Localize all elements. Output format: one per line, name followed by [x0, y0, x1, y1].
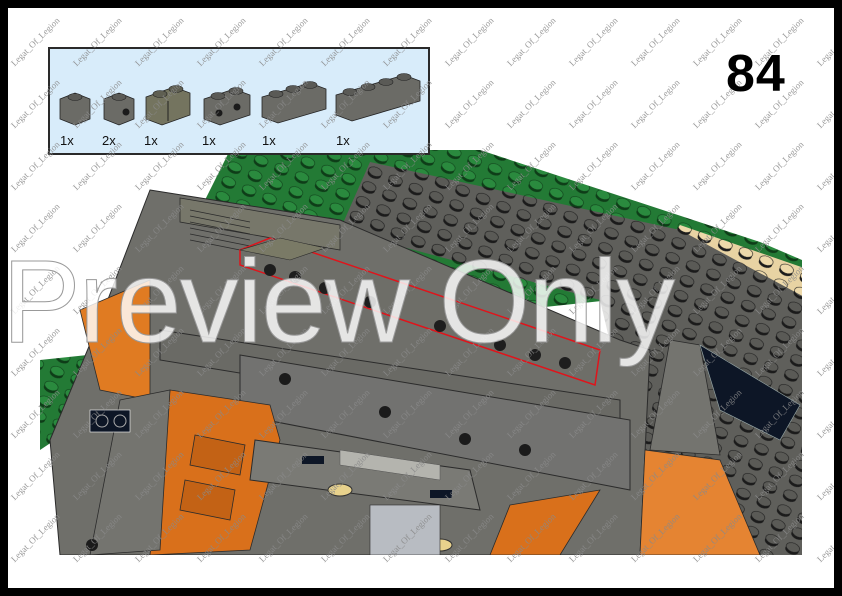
- watermark-text: Legat_Of_Legion: [814, 15, 834, 69]
- watermark-text: Legat_Of_Legion: [628, 77, 682, 130]
- watermark-text: Legat_Of_Legion: [504, 15, 558, 69]
- part-quantity: 1x: [144, 133, 158, 148]
- watermark-text: Legat_Of_Legion: [814, 449, 834, 502]
- watermark-text: Legat_Of_Legion: [814, 325, 834, 378]
- watermark-text: Legat_Of_Legion: [814, 139, 834, 192]
- watermark-text: Legat_Of_Legion: [814, 77, 834, 130]
- part-quantity: 1x: [60, 133, 74, 148]
- watermark-text: Legat_Of_Legion: [814, 201, 834, 254]
- model-illustration: [40, 150, 802, 555]
- brick-1x3-icon: [261, 81, 327, 124]
- part-quantity: 2x: [102, 133, 116, 148]
- watermark-text: Legat_Of_Legion: [566, 77, 620, 130]
- parts-list-callout: 1x 2x 1x 1x 1x: [48, 47, 430, 155]
- brick-1x2-side-studs-icon: [203, 87, 251, 126]
- watermark-text: Legat_Of_Legion: [814, 387, 834, 440]
- watermark-text: Legat_Of_Legion: [628, 15, 682, 69]
- step-number: 84: [726, 45, 786, 103]
- instruction-page: 1x 2x 1x 1x 1x: [8, 8, 834, 588]
- brick-1x4-icon: [335, 73, 421, 122]
- part-quantity: 1x: [336, 133, 350, 148]
- brick-1x2-groove-icon: [145, 85, 191, 126]
- brick-1x1-icon: [59, 92, 91, 126]
- watermark-text: Legat_Of_Legion: [566, 15, 620, 69]
- watermark-text: Legat_Of_Legion: [814, 263, 834, 316]
- part-quantity: 1x: [202, 133, 216, 148]
- part-quantity: 1x: [262, 133, 276, 148]
- watermark-text: Legat_Of_Legion: [504, 77, 558, 130]
- brick-1x1-side-stud-icon: [103, 92, 135, 126]
- watermark-text: Legat_Of_Legion: [442, 77, 496, 130]
- preview-only-watermark: Preview Only: [8, 236, 676, 369]
- watermark-text: Legat_Of_Legion: [814, 511, 834, 564]
- watermark-text: Legat_Of_Legion: [442, 15, 496, 69]
